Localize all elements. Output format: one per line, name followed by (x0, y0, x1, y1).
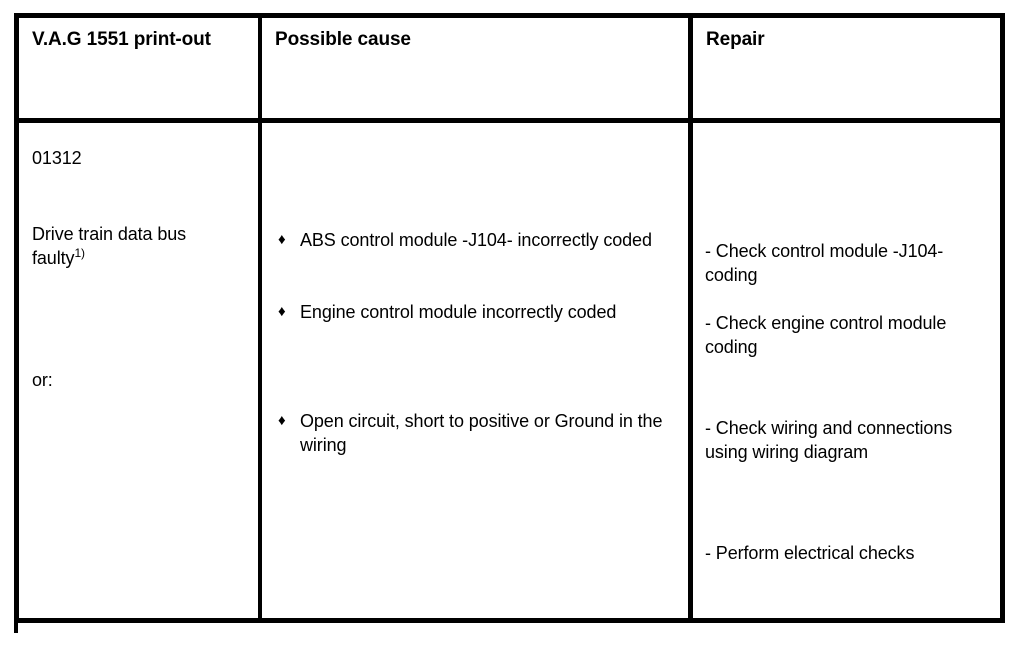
column-header-possible-cause: Possible cause (262, 18, 688, 118)
header-row-divider (19, 118, 1000, 123)
repair-step: - Perform electrical checks (705, 543, 915, 563)
table-cell-repair: - Check control module -J104- coding - C… (693, 123, 1000, 618)
diamond-bullet-icon: ♦ (278, 412, 286, 429)
diamond-bullet-icon: ♦ (278, 231, 286, 248)
fault-code-table: V.A.G 1551 print-out Possible cause Repa… (14, 13, 1005, 623)
column-header-printout-label: V.A.G 1551 print-out (32, 29, 211, 50)
footnote-marker: 1) (74, 246, 85, 260)
repair-step: - Check wiring and connections using wir… (705, 418, 953, 462)
repair-step: - Check engine control module coding (705, 313, 947, 357)
list-item-text: Open circuit, short to positive or Groun… (300, 411, 663, 455)
list-item-text: ABS control module -J104- incorrectly co… (300, 230, 652, 250)
column-header-possible-cause-label: Possible cause (275, 29, 411, 50)
fault-continuation: or: (32, 370, 53, 390)
column-header-printout: V.A.G 1551 print-out (19, 18, 258, 118)
repair-step: - Check control module -J104- coding (705, 241, 944, 285)
fault-description-text: Drive train data bus faulty (32, 224, 187, 268)
list-item: ♦ ABS control module -J104- incorrectly … (274, 228, 680, 252)
diamond-bullet-icon: ♦ (278, 303, 286, 320)
registration-tick-mark (14, 623, 18, 633)
list-item: ♦ Engine control module incorrectly code… (274, 300, 680, 324)
list-item-text: Engine control module incorrectly coded (300, 302, 617, 322)
table-cell-possible-cause: ♦ ABS control module -J104- incorrectly … (262, 123, 688, 618)
column-header-repair-label: Repair (706, 29, 765, 50)
table-cell-printout: 01312 Drive train data bus faulty1) or: (19, 123, 258, 618)
column-divider-right (688, 18, 693, 618)
column-divider-left (258, 18, 262, 618)
fault-description: Drive train data bus faulty1) (32, 222, 242, 270)
column-header-repair: Repair (693, 18, 1000, 118)
list-item: ♦ Open circuit, short to positive or Gro… (274, 409, 680, 457)
fault-code: 01312 (32, 148, 82, 168)
